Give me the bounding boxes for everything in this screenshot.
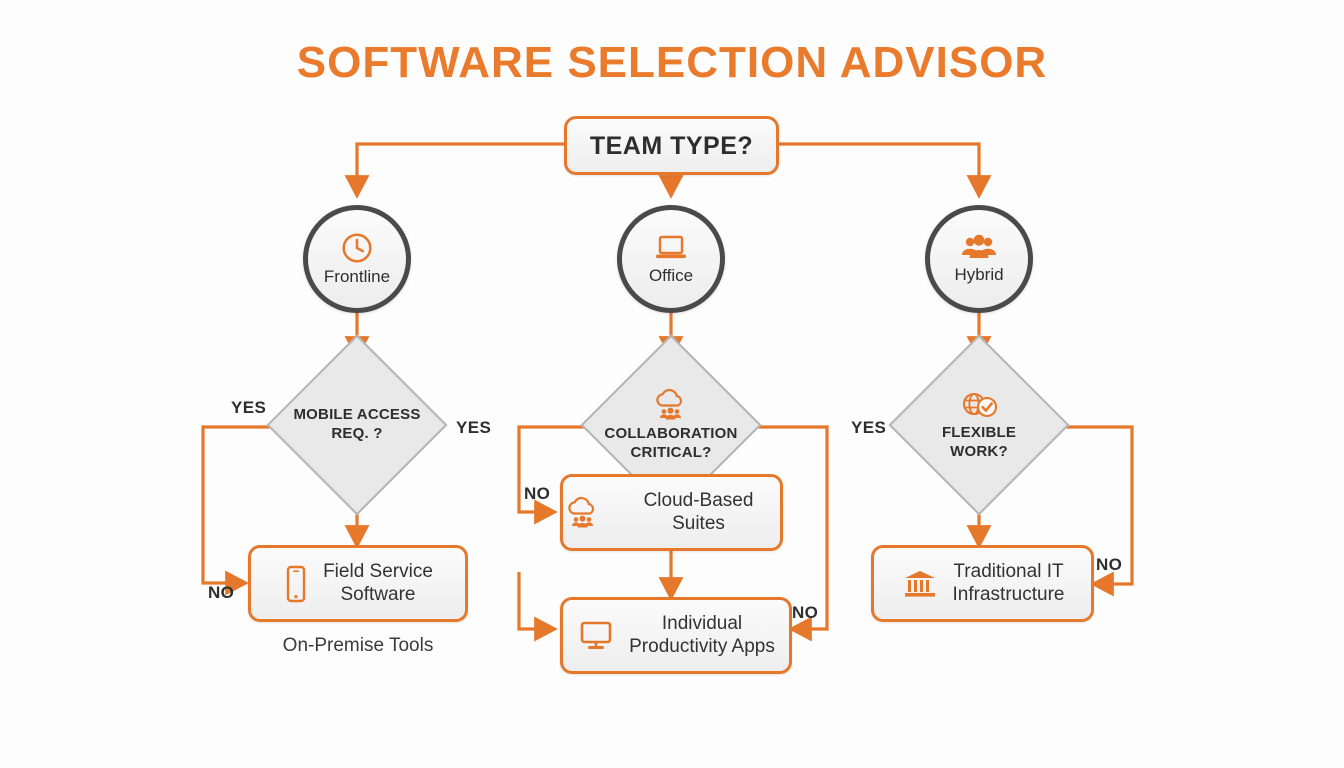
node-field-service-software[interactable]: Field Service Software [248, 545, 468, 622]
cloud-people-icon [563, 496, 603, 530]
node-mobile-access-decision[interactable]: MOBILE ACCESS REQ. ? [266, 334, 448, 516]
edge-label-flexible-yes: YES [851, 418, 887, 437]
edge-label-flexible-no: NO [1096, 555, 1123, 574]
edge-label-mobile-yes-right: YES [456, 418, 492, 437]
node-flexible-work-decision[interactable]: FLEXIBLE WORK? [888, 334, 1070, 516]
caption-on-premise-tools: On-Premise Tools [282, 635, 434, 656]
edge-label-mobile-no: NO [208, 583, 235, 602]
node-hybrid-label: Hybrid [954, 265, 1004, 284]
node-flexible-work-line2: WORK? [950, 442, 1008, 460]
edge-root-to-frontline [344, 142, 564, 199]
node-field-service-line1: Field Service [323, 560, 433, 582]
node-field-service-line2: Software [340, 583, 416, 605]
node-traditional-it-line1: Traditional IT [953, 560, 1064, 582]
node-collaboration-line1: COLLABORATION [604, 424, 738, 442]
globe-check-icon [959, 389, 999, 421]
edge-label-collab-no-right: NO [792, 603, 819, 622]
desktop-monitor-icon [577, 619, 615, 653]
node-team-type[interactable]: TEAM TYPE? [564, 116, 779, 175]
node-office[interactable]: Office [617, 205, 725, 313]
page-title: SOFTWARE SELECTION ADVISOR [296, 38, 1048, 87]
node-cloud-based-suites[interactable]: Cloud-Based Suites [560, 474, 783, 551]
node-traditional-it-line2: Infrastructure [952, 583, 1065, 605]
node-individual-productivity-apps[interactable]: Individual Productivity Apps [560, 597, 792, 674]
node-collaboration-line2: CRITICAL? [630, 443, 712, 461]
node-collaboration-decision[interactable]: COLLABORATION CRITICAL? [580, 334, 762, 516]
node-traditional-it-infrastructure[interactable]: Traditional IT Infrastructure [871, 545, 1094, 622]
laptop-icon [653, 232, 689, 264]
node-team-type-label: TEAM TYPE? [589, 131, 754, 160]
node-hybrid[interactable]: Hybrid [925, 205, 1033, 313]
node-mobile-access-line2: REQ. ? [331, 425, 383, 442]
mobile-phone-icon [283, 564, 309, 604]
edge-label-collab-no-left: NO [524, 484, 551, 503]
node-productivity-apps-line2: Productivity Apps [629, 635, 775, 657]
edge-root-to-hybrid [779, 142, 992, 199]
node-frontline[interactable]: Frontline [303, 205, 411, 313]
bank-building-icon [901, 568, 939, 600]
cloud-people-icon [651, 388, 691, 422]
node-frontline-label: Frontline [323, 267, 391, 286]
node-mobile-access-line1: MOBILE ACCESS [293, 406, 421, 424]
node-cloud-suites-label: Cloud-Based Suites [643, 489, 754, 534]
edge-left-wrap-to-productivity [517, 572, 558, 642]
people-group-icon [960, 233, 998, 263]
clock-icon [340, 231, 374, 265]
node-productivity-apps-line1: Individual [661, 612, 743, 634]
edge-label-mobile-yes-left: YES [231, 398, 267, 417]
node-office-label: Office [648, 266, 694, 285]
node-flexible-work-line1: FLEXIBLE [941, 423, 1017, 441]
